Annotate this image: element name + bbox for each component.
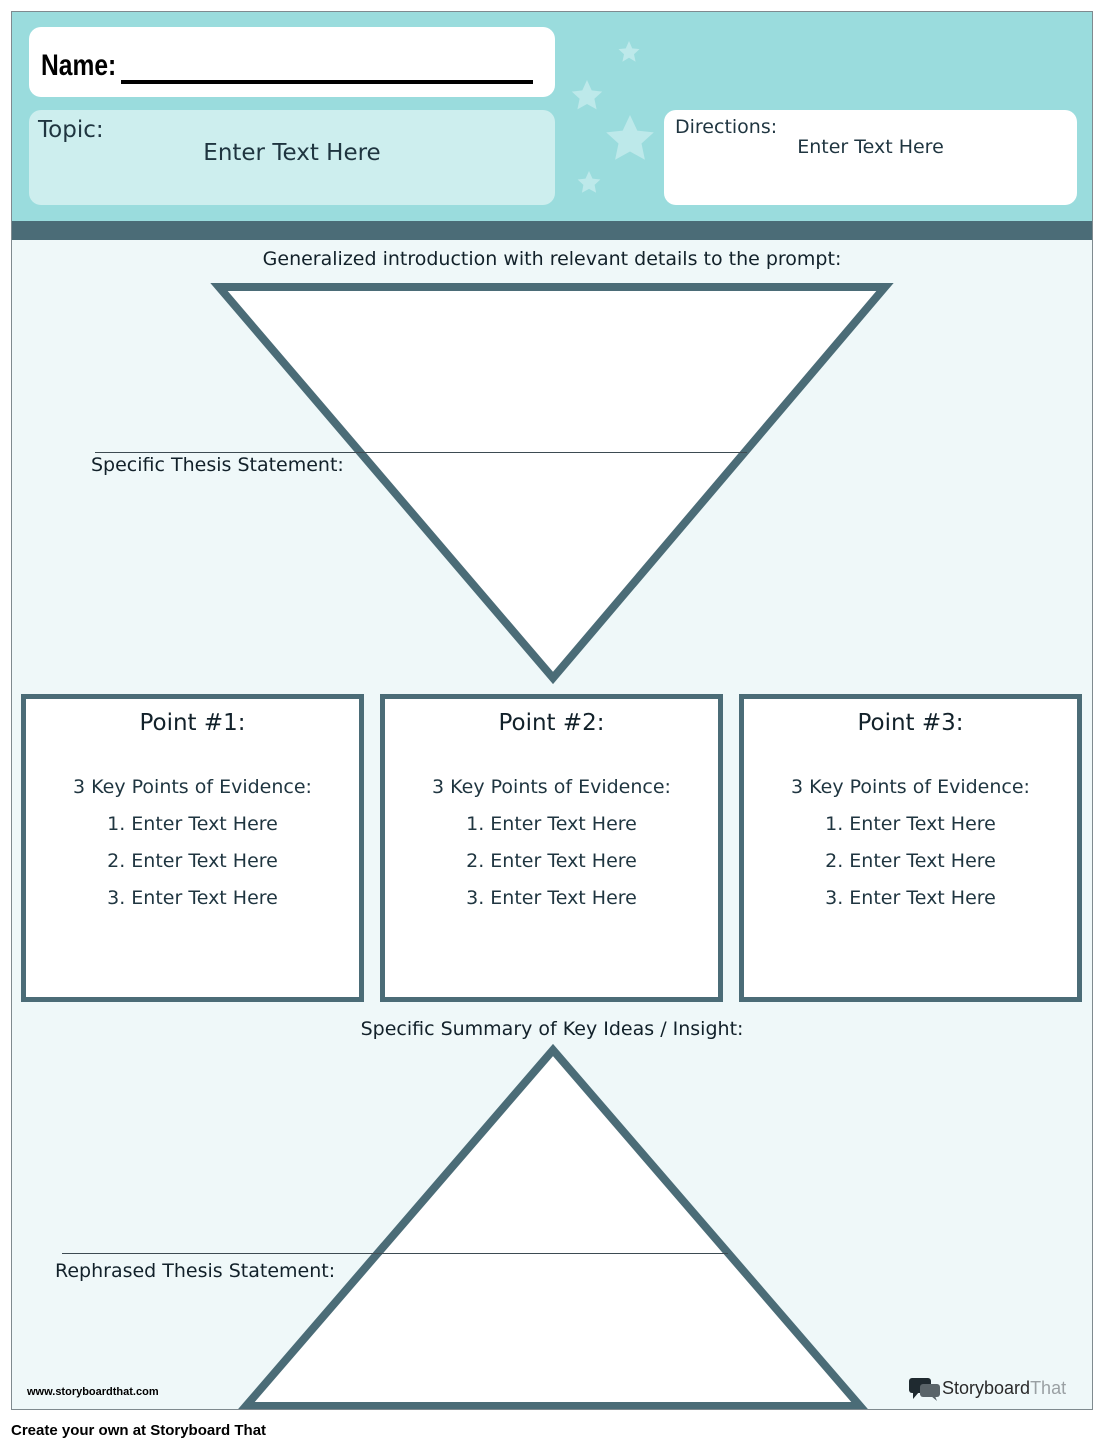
thesis-label: Specific Thesis Statement: bbox=[91, 454, 344, 476]
directions-field[interactable]: Enter Text Here bbox=[797, 136, 944, 158]
point-box-3[interactable]: Point #3: 3 Key Points of Evidence: 1. E… bbox=[739, 694, 1082, 1002]
header: Name: Topic: Enter Text Here Directions:… bbox=[12, 12, 1092, 221]
name-line bbox=[121, 80, 533, 84]
evidence-item[interactable]: 1. Enter Text Here bbox=[466, 813, 637, 835]
name-label: Name: bbox=[41, 49, 117, 82]
point-title: Point #1: bbox=[139, 710, 246, 736]
thesis-line bbox=[95, 452, 747, 453]
logo-text-dark: Storyboard bbox=[942, 1378, 1031, 1398]
star-icon bbox=[618, 41, 640, 62]
evidence-item[interactable]: 3. Enter Text Here bbox=[825, 887, 996, 909]
evidence-item[interactable]: 1. Enter Text Here bbox=[825, 813, 996, 835]
topic-field[interactable]: Enter Text Here bbox=[203, 140, 381, 166]
stars-decoration bbox=[571, 41, 654, 193]
evidence-title: 3 Key Points of Evidence: bbox=[73, 776, 312, 798]
rephrased-label: Rephrased Thesis Statement: bbox=[55, 1260, 336, 1282]
conclusion-triangle[interactable] bbox=[238, 1043, 868, 1409]
summary-label: Specific Summary of Key Ideas / Insight: bbox=[360, 1018, 744, 1040]
point-box-1[interactable]: Point #1: 3 Key Points of Evidence: 1. E… bbox=[21, 694, 364, 1002]
create-your-own-link[interactable]: Create your own at Storyboard That bbox=[11, 1422, 267, 1439]
star-icon bbox=[577, 171, 601, 193]
footer-url[interactable]: www.storyboardthat.com bbox=[27, 1386, 159, 1398]
directions-box[interactable]: Directions: Enter Text Here bbox=[664, 110, 1077, 205]
evidence-title: 3 Key Points of Evidence: bbox=[791, 776, 1030, 798]
star-icon bbox=[571, 80, 603, 110]
topic-box[interactable]: Topic: Enter Text Here bbox=[29, 110, 555, 205]
intro-funnel-label: Generalized introduction with relevant d… bbox=[262, 248, 842, 270]
evidence-item[interactable]: 2. Enter Text Here bbox=[825, 850, 996, 872]
point-title: Point #2: bbox=[498, 710, 605, 736]
directions-label: Directions: bbox=[675, 116, 778, 138]
intro-funnel-triangle[interactable] bbox=[210, 283, 894, 685]
storyboardthat-logo-icon bbox=[909, 1378, 940, 1401]
name-box[interactable]: Name: bbox=[29, 27, 555, 97]
worksheet: Name: Topic: Enter Text Here Directions:… bbox=[11, 11, 1093, 1410]
header-band bbox=[12, 221, 1092, 240]
evidence-item[interactable]: 1. Enter Text Here bbox=[107, 813, 278, 835]
evidence-title: 3 Key Points of Evidence: bbox=[432, 776, 671, 798]
logo-text-light: That bbox=[1030, 1378, 1067, 1398]
evidence-item[interactable]: 2. Enter Text Here bbox=[107, 850, 278, 872]
shapes-layer bbox=[210, 283, 894, 1409]
storyboardthat-logo[interactable]: StoryboardThat bbox=[908, 1376, 1078, 1402]
evidence-item[interactable]: 2. Enter Text Here bbox=[466, 850, 637, 872]
evidence-item[interactable]: 3. Enter Text Here bbox=[107, 887, 278, 909]
star-icon bbox=[606, 115, 654, 160]
evidence-item[interactable]: 3. Enter Text Here bbox=[466, 887, 637, 909]
topic-label: Topic: bbox=[38, 117, 104, 143]
point-box-2[interactable]: Point #2: 3 Key Points of Evidence: 1. E… bbox=[380, 694, 723, 1002]
logo-text: StoryboardThat bbox=[942, 1378, 1066, 1399]
rephrased-line bbox=[62, 1253, 728, 1254]
point-title: Point #3: bbox=[857, 710, 964, 736]
